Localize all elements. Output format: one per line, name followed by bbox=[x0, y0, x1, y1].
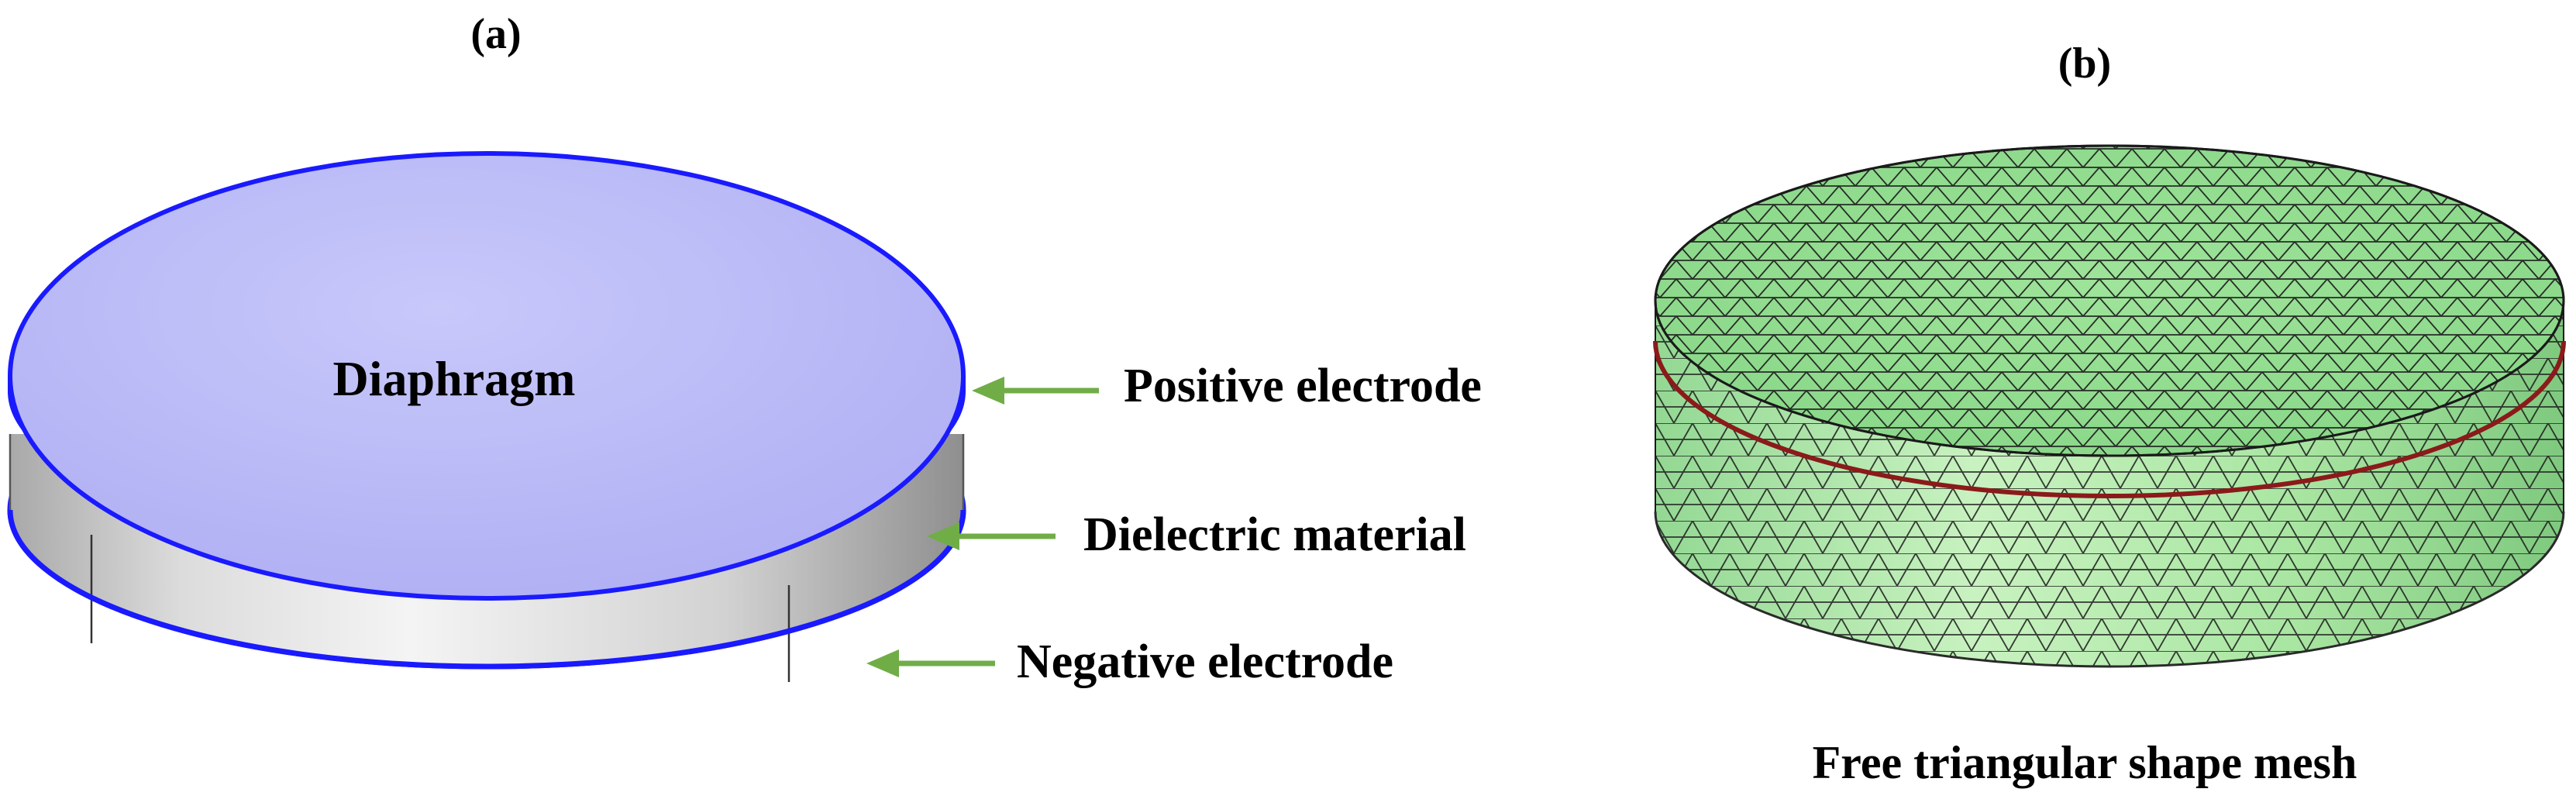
left-arrow-icon bbox=[972, 377, 1099, 405]
mesh-top-triangles bbox=[1655, 146, 2564, 456]
panel-b-label: (b) bbox=[2058, 40, 2111, 88]
annotation-negative: Negative electrode bbox=[866, 636, 1393, 688]
diaphragm-label: Diaphragm bbox=[333, 351, 576, 406]
panel-b: (b) Free triangular shape mesh bbox=[1653, 40, 2566, 788]
annotation-dielectric: Dielectric material bbox=[927, 508, 1466, 561]
mesh-electrode-rim bbox=[1653, 340, 2566, 498]
mesh-bottom-rim bbox=[1654, 511, 2565, 668]
diaphragm-top bbox=[8, 151, 966, 601]
dielectric-material-label: Dielectric material bbox=[1083, 508, 1466, 561]
annotation-positive: Positive electrode bbox=[972, 360, 1482, 412]
left-arrow-icon bbox=[927, 522, 1056, 550]
panel-a: (a) Diaphragm Positive electrode bbox=[7, 10, 1482, 688]
negative-electrode-rim bbox=[7, 509, 966, 670]
positive-electrode-label: Positive electrode bbox=[1124, 360, 1482, 412]
panel-a-label: (a) bbox=[470, 10, 521, 58]
negative-electrode-label: Negative electrode bbox=[1017, 636, 1393, 688]
mesh-caption: Free triangular shape mesh bbox=[1813, 737, 2357, 788]
mesh-top-outline bbox=[1654, 144, 2565, 457]
left-arrow-icon bbox=[866, 649, 995, 677]
